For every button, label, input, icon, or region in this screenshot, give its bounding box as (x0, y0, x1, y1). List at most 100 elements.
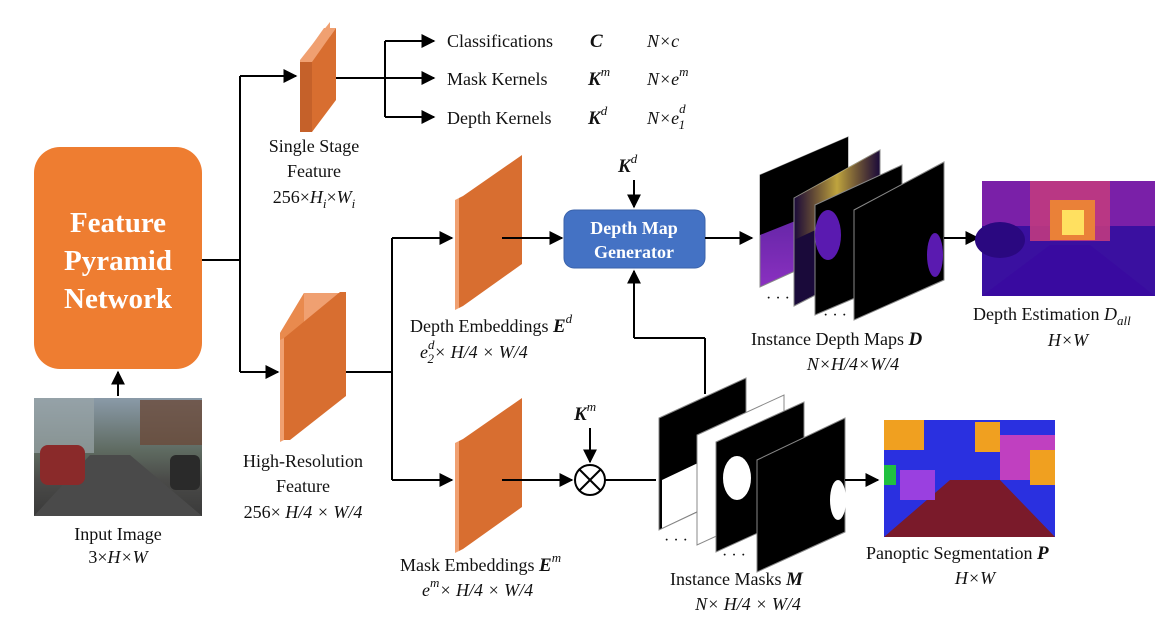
output-mask-kernels-dims: N×em (646, 64, 689, 89)
high-res-line1: High-Resolution (243, 451, 363, 471)
single-stage-line1: Single Stage (269, 136, 360, 156)
input-dims-math: H×W (107, 547, 150, 567)
fpn-line3: Network (64, 283, 173, 315)
output-mask-kernels-symbol: Km (587, 64, 610, 90)
depth-emb-dims-rest: × H/4 × W/4 (434, 342, 528, 362)
mask-emb-sup: m (552, 550, 561, 565)
single-stage-line2: Feature (287, 161, 341, 181)
km-symbol: K (573, 404, 588, 425)
depth-maps-dots-1: · · · (766, 290, 790, 307)
kd-symbol: K (617, 156, 632, 177)
depth-map-generator: Depth Map Generator (563, 209, 706, 269)
input-image-label: Input Image (74, 524, 161, 544)
km-label: Km (573, 399, 596, 425)
single-stage-dims: 256×Hi×Wi (273, 187, 356, 211)
high-res-dims: 256× H/4 × W/4 (244, 502, 363, 522)
input-image-dims: 3×H×W (88, 547, 149, 567)
output-mask-kernels-label: Mask Kernels (447, 69, 547, 89)
symbol-c: C (590, 31, 603, 52)
inst-depth-symbol: D (907, 329, 922, 350)
mask-embeddings-dims: em× H/4 × W/4 (422, 575, 533, 600)
dims-nxc: N×c (646, 31, 679, 51)
single-stage-dims-w: W (337, 187, 354, 207)
fpn-block: Feature Pyramid Network (34, 147, 202, 369)
depth-emb-dims-base: e (420, 342, 428, 362)
mask-embeddings-block (455, 398, 522, 553)
dmg-line2: Generator (594, 242, 674, 262)
depth-emb-dims-sup: d (428, 337, 435, 352)
single-stage-dims-w-sub: i (352, 196, 356, 211)
input-image (34, 398, 202, 516)
inst-masks-text: Instance Masks (670, 569, 786, 589)
depth-maps-dots-2: · · · (823, 307, 847, 324)
panoptic-label: Panoptic Segmentation P (866, 543, 1049, 564)
depth-emb-dims-sub: 2 (428, 351, 435, 366)
mask-emb-text: Mask Embeddings (400, 555, 539, 575)
instance-depth-maps-stack (759, 136, 945, 321)
input-dims-pre: 3× (88, 547, 107, 567)
dims-nxem: N×e (646, 69, 679, 89)
inst-masks-symbol: M (785, 569, 804, 590)
panoptic-segmentation-image (884, 420, 1055, 537)
multiply-icon (574, 464, 606, 496)
fpn-box (34, 147, 202, 369)
dims-nxe1d-sup: d (679, 101, 686, 116)
kd-sup: d (631, 151, 638, 166)
depth-est-text: Depth Estimation (973, 304, 1104, 324)
mask-emb-dims-base: e (422, 580, 430, 600)
instance-masks-dims: N× H/4 × W/4 (694, 594, 801, 614)
output-classifications-label: Classifications (447, 31, 553, 51)
single-stage-dims-pre: 256× (273, 187, 310, 207)
masks-dots-2: · · · (722, 547, 746, 564)
fpn-line2: Pyramid (64, 245, 172, 277)
inst-depth-text: Instance Depth Maps (751, 329, 908, 349)
symbol-k-d-sup: d (601, 103, 608, 118)
depth-emb-text: Depth Embeddings (410, 316, 553, 336)
depth-estimation-label: Depth Estimation Dall (973, 304, 1131, 328)
depth-emb-sup: d (566, 311, 573, 326)
high-res-dims-pre: 256× (244, 502, 281, 522)
single-stage-dims-h: H (309, 187, 324, 207)
symbol-k-m: K (587, 69, 602, 90)
high-res-dims-math: H/4 × W/4 (281, 502, 363, 522)
mask-emb-dims-sup: m (430, 575, 439, 590)
panoptic-text: Panoptic Segmentation (866, 543, 1037, 563)
instance-depth-maps-dims: N×H/4×W/4 (806, 354, 899, 374)
single-stage-feature-block (300, 22, 336, 132)
symbol-k-m-sup: m (601, 64, 610, 79)
instance-masks-stack (658, 377, 846, 573)
dims-nxe1d-sub: 1 (679, 117, 686, 132)
symbol-k-d: K (587, 108, 602, 129)
single-stage-dims-h-sub: i (323, 196, 327, 211)
depth-estimation-dims: H×W (1047, 330, 1090, 350)
mask-embeddings-label: Mask Embeddings Em (400, 550, 561, 576)
output-depth-kernels-symbol: Kd (587, 103, 608, 129)
depth-emb-symbol: E (552, 316, 566, 337)
single-stage-dims-times: × (327, 187, 337, 207)
depth-embeddings-label: Depth Embeddings Ed (410, 311, 573, 337)
instance-depth-maps-label: Instance Depth Maps D (751, 329, 922, 350)
high-res-line2: Feature (276, 476, 330, 496)
dims-nxem-sup: m (679, 64, 688, 79)
output-classifications-symbol: C (590, 31, 603, 52)
depth-est-sub: all (1117, 313, 1131, 328)
depth-embeddings-block (455, 155, 522, 310)
dmg-line1: Depth Map (590, 218, 678, 238)
depth-est-symbol: D (1103, 304, 1117, 324)
output-depth-kernels-label: Depth Kernels (447, 108, 551, 128)
output-classifications-dims: N×c (646, 31, 679, 51)
mask-emb-dims-rest: × H/4 × W/4 (439, 580, 533, 600)
dims-nxe1d: N×e (646, 108, 679, 128)
masks-dots-1: · · · (664, 532, 688, 549)
fpn-line1: Feature (70, 207, 166, 239)
mask-emb-symbol: E (538, 555, 552, 576)
panoptic-symbol: P (1036, 543, 1049, 564)
high-res-feature-block (280, 292, 346, 442)
instance-masks-label: Instance Masks M (670, 569, 804, 590)
depth-estimation-image (975, 181, 1155, 296)
km-sup: m (587, 399, 596, 414)
